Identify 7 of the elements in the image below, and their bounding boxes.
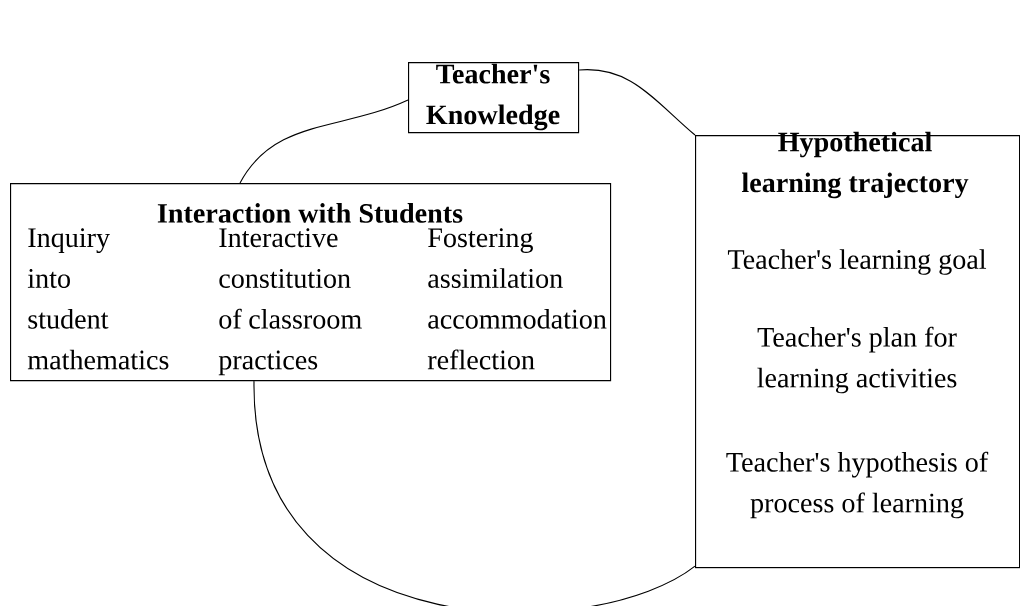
connector-arc xyxy=(253,380,696,606)
body-text: Inquiry into student mathematics xyxy=(27,228,169,370)
text-box: Teacher's Knowledge xyxy=(408,62,580,134)
body-text: Interactive constitution of classroom practices xyxy=(218,228,362,376)
connector-arc xyxy=(239,99,409,184)
body-text: Fostering assimilation accommodation reflection xyxy=(427,228,607,370)
connector-arc xyxy=(578,69,696,136)
